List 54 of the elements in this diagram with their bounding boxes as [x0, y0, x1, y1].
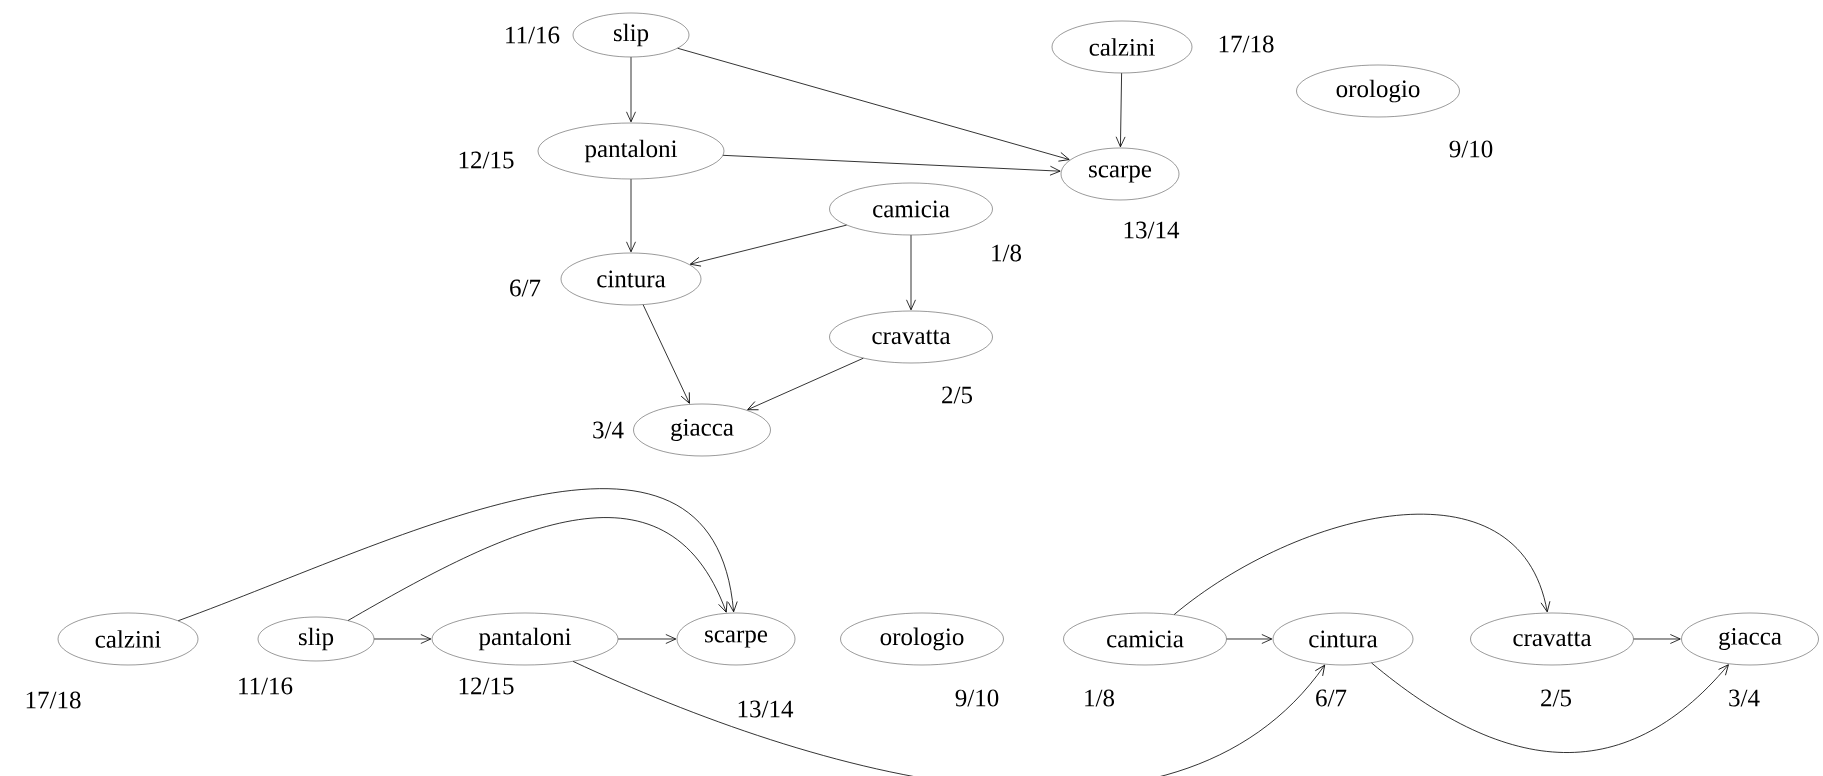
- time-label: 13/14: [1124, 221, 1180, 239]
- ellipse-node: pantaloni: [431, 612, 619, 666]
- arrow: [626, 178, 636, 253]
- time-label: 2/5: [1541, 689, 1571, 707]
- ellipse-node: orologio: [840, 612, 1004, 666]
- arrow: [626, 56, 636, 123]
- arrow: [1633, 634, 1681, 644]
- arrow: [722, 154, 1061, 176]
- arrow: [906, 234, 916, 311]
- ellipse-node: camicia: [1063, 612, 1227, 666]
- arrow: [689, 224, 847, 267]
- arrow: [617, 634, 677, 644]
- ellipse-node: orologio: [1296, 64, 1460, 118]
- time-label: 6/7: [1316, 689, 1347, 707]
- ellipse-node: scarpe: [676, 612, 796, 666]
- time-label: 2/5: [942, 386, 972, 404]
- time-label: 11/16: [506, 26, 560, 44]
- time-label: 17/18: [26, 691, 81, 709]
- ellipse-node: cintura: [560, 252, 702, 306]
- ellipse-node: slip: [257, 616, 375, 662]
- ellipse-node: cravatta: [1470, 612, 1634, 666]
- arrow: [177, 488, 738, 622]
- arrow: [347, 517, 728, 621]
- arrow: [1226, 634, 1273, 644]
- time-label: 12/15: [459, 151, 514, 169]
- time-label: 11/16: [239, 677, 293, 695]
- time-label: 13/14: [738, 700, 794, 718]
- arrow: [572, 661, 1326, 776]
- ellipse-node: calzini: [1051, 20, 1193, 74]
- ellipse-node: scarpe: [1060, 147, 1180, 201]
- time-label: 9/10: [955, 689, 999, 707]
- ellipse-node: cintura: [1272, 612, 1414, 666]
- time-label: 12/15: [459, 677, 514, 695]
- arrow: [677, 47, 1070, 162]
- arrow: [642, 304, 690, 404]
- time-label: 17/18: [1219, 35, 1274, 53]
- time-label: 9/10: [1449, 140, 1493, 158]
- arrow: [747, 357, 864, 411]
- ellipse-node: calzini: [57, 612, 199, 666]
- ellipse-node: pantaloni: [537, 122, 725, 180]
- ellipse-node: camicia: [829, 182, 993, 236]
- arrow: [373, 634, 432, 644]
- time-label: 1/8: [992, 244, 1022, 262]
- ellipse-node: giacca: [633, 403, 771, 457]
- time-label: 6/7: [510, 279, 541, 297]
- time-label: 3/4: [593, 421, 624, 439]
- ellipse-node: giacca: [1681, 612, 1819, 666]
- time-label: 1/8: [1085, 689, 1115, 707]
- ellipse-node: cravatta: [829, 310, 993, 364]
- arrow: [1115, 72, 1126, 148]
- time-label: 3/4: [1729, 689, 1760, 707]
- arrow: [1173, 514, 1551, 615]
- arrow: [1371, 662, 1729, 753]
- ellipse-node: slip: [572, 12, 690, 58]
